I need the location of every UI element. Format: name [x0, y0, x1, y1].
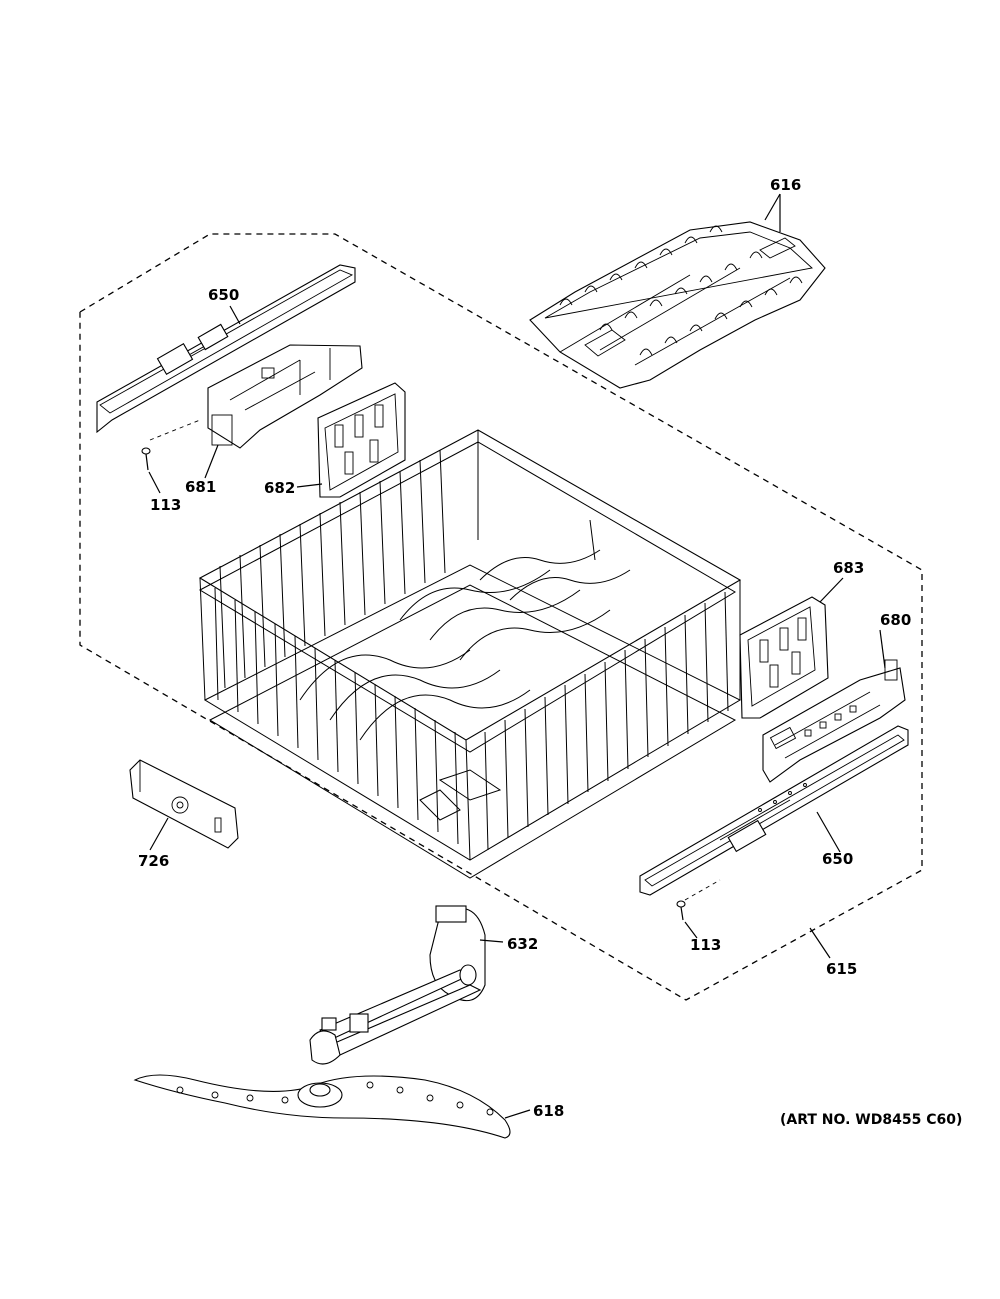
label-682: 682	[264, 479, 295, 497]
adjuster-681	[207, 344, 363, 449]
leader-632	[479, 939, 504, 943]
leader-113-right	[684, 921, 698, 939]
screw-113-right	[676, 879, 721, 921]
label-113-left: 113	[150, 496, 181, 514]
label-616: 616	[770, 176, 801, 194]
label-632: 632	[507, 935, 538, 953]
leader-726	[149, 817, 169, 851]
leader-650-top	[229, 305, 241, 325]
label-650-top: 650	[208, 286, 239, 304]
leader-616-a	[764, 193, 781, 221]
leader-113-left	[148, 471, 161, 494]
label-680: 680	[880, 611, 911, 629]
label-683: 683	[833, 559, 864, 577]
panel-683	[739, 596, 829, 719]
cutlery-tray-616	[529, 221, 826, 389]
label-681: 681	[185, 478, 216, 496]
cover-726	[129, 759, 239, 849]
wire-rack	[198, 429, 742, 879]
leader-681	[204, 444, 219, 479]
leader-615	[809, 927, 831, 959]
label-618: 618	[533, 1102, 564, 1120]
spray-feed-632	[309, 905, 486, 1065]
leader-680	[879, 629, 886, 669]
rail-650-top	[96, 264, 356, 434]
assembly-boundary	[79, 233, 923, 1001]
panel-682	[317, 382, 406, 498]
leader-682	[296, 483, 323, 488]
leader-650-right	[816, 811, 841, 853]
adjuster-680	[762, 659, 906, 783]
leader-618	[504, 1109, 531, 1119]
label-650-right: 650	[822, 850, 853, 868]
label-615: 615	[826, 960, 857, 978]
leader-683	[819, 577, 844, 603]
label-726: 726	[138, 852, 169, 870]
screw-113-left	[141, 419, 201, 471]
rail-650-right	[639, 725, 909, 896]
label-113-right: 113	[690, 936, 721, 954]
art-number: (ART NO. WD8455 C60)	[780, 1112, 962, 1128]
spray-arm-618	[133, 1074, 511, 1139]
